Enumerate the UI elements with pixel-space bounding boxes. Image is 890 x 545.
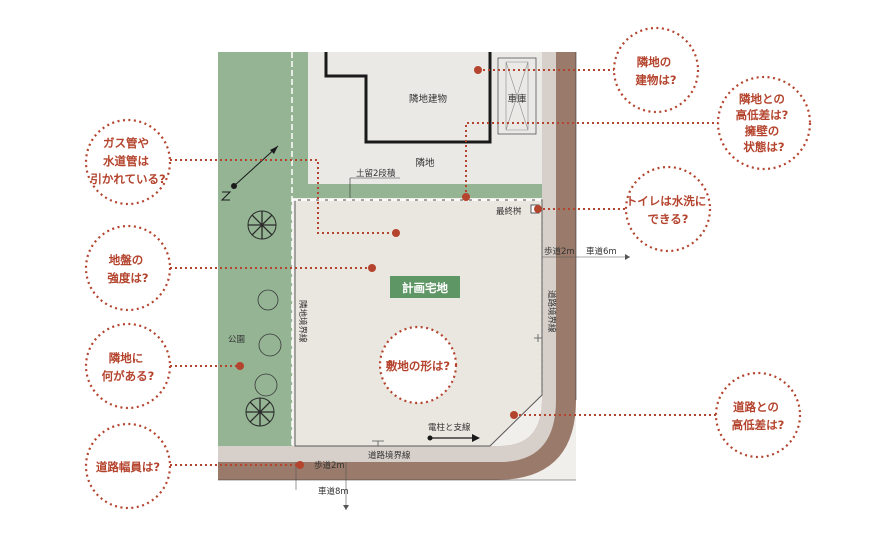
q-neighbor-what-line2: 何がある? [102,369,155,383]
q-height-neighbor-line2: 高低差は? [736,108,789,122]
north-arrow-line [233,145,279,187]
garage-label: 車庫 [507,93,527,105]
q-height-neighbor-line4: 状態は? [743,140,784,154]
q-gas-water: ガス管や 水道管は 引かれている? [90,136,165,186]
bubble-ground [84,224,172,312]
q-gas-water-line3: 引かれている? [90,172,165,186]
dot-gas-water [392,229,400,237]
tmark-right [534,334,542,342]
trees [245,210,282,427]
q-road-width-line1: 道路幅員は? [96,460,160,474]
bubble-shape [378,325,458,405]
anchor-dots [236,66,542,469]
neighbor-building-label: 隣地建物 [409,93,448,105]
bubble-road-width [84,422,172,510]
site-label: 計画宅地 [402,281,448,295]
dot-neighbor-building [474,66,482,74]
road-right-label: 車道6m [586,246,617,257]
dot-neighbor-what [236,362,244,370]
bubble-neighbor-building [612,26,700,114]
tmark-bottom [372,440,384,446]
q-ground-line1: 地盤の [109,253,144,267]
neighbor-building-outline [324,52,492,144]
leader-lines [170,69,718,466]
dot-road-width [296,461,304,469]
q-road-height-line1: 道路との [733,400,779,414]
bubble-height-neighbor [716,75,812,171]
tree-top-branches [248,211,276,239]
q-height-neighbor-line1: 隣地との [739,92,785,106]
retaining-label: 土留2段積 [356,168,396,179]
q-toilet-line2: できる? [648,212,689,226]
bubble-neighbor-what [84,322,172,410]
tree-bottom-branches [246,398,274,426]
tree-mid2 [258,333,282,357]
q-road-height-line2: 高低差は? [732,418,785,432]
dot-road-height [510,411,518,419]
bubble-gas-water [84,118,172,206]
north-letter-icon [220,191,232,201]
q-neighbor-what: 隣地に 何がある? [102,351,155,383]
dim-arrow-right [625,254,630,260]
question-texts: ガス管や 水道管は 引かれている? 地盤の 強度は? 隣地に 何がある? 道路幅… [90,55,793,474]
tree-mid3 [254,373,278,397]
site-polygon [294,199,543,447]
pole-label: 電柱と支線 [428,422,471,433]
road-boundary-right-label: 道路境界線 [546,290,557,333]
q-shape: 敷地の形は? [386,359,450,373]
q-height-neighbor-line3: 擁壁の [745,124,780,138]
q-road-height: 道路との 高低差は? [732,400,785,432]
road-bottom-label: 車道8m [318,486,349,497]
park-area [218,52,292,446]
dot-height-neighbor [462,193,470,201]
pole-arrow-head [472,434,480,442]
q-ground: 地盤の 強度は? [107,253,148,285]
q-toilet-line1: トイレは水洗に [626,194,707,208]
sidewalk-bottom-label: 歩道2m [314,460,345,471]
q-neighbor-building-line2: 建物は? [635,73,676,87]
neighbor-land-area [292,52,542,198]
sidewalk-right-label: 歩道2m [544,246,575,257]
q-toilet: トイレは水洗に できる? [626,194,711,226]
north-arrow [220,145,279,201]
q-gas-water-line2: 水道管は [103,154,149,168]
leader-gas-water [170,159,396,234]
final-basin-label: 最終桝 [496,206,522,217]
dim-arrow-bottom [343,505,349,510]
neighbor-land-label: 隣地 [415,157,435,169]
bubble-road-height [714,371,802,459]
pole-dot [427,435,433,441]
dot-toilet [534,205,542,213]
site-label-box [390,276,460,298]
dot-ground [368,264,376,272]
garage-hatch [505,61,529,131]
q-road-width: 道路幅員は? [96,460,160,474]
road-boundary-bottom-label: 道路境界線 [368,450,411,461]
q-shape-line1: 敷地の形は? [386,359,450,373]
q-neighbor-building-line1: 隣地の [637,55,672,69]
q-ground-line2: 強度は? [107,271,148,285]
q-height-neighbor: 隣地との 高低差は? 擁壁の 状態は? [736,92,793,154]
park-label: 公園 [228,335,245,345]
map-base [218,52,577,481]
q-neighbor-what-line1: 隣地に [109,351,144,365]
green-strip-left [292,52,308,198]
garage-outline [497,57,537,135]
north-arrow-dot [231,183,237,189]
bubble-toilet [624,165,712,253]
leader-height-neighbor [465,122,718,197]
neighbor-boundary-label: 隣地境界線 [297,300,308,343]
q-gas-water-line1: ガス管や [103,136,149,150]
q-neighbor-building: 隣地の 建物は? [635,55,676,87]
green-strip-bottom [292,184,542,198]
question-bubbles [84,26,812,510]
north-arrow-head [270,146,278,154]
tree-mid [257,289,279,311]
